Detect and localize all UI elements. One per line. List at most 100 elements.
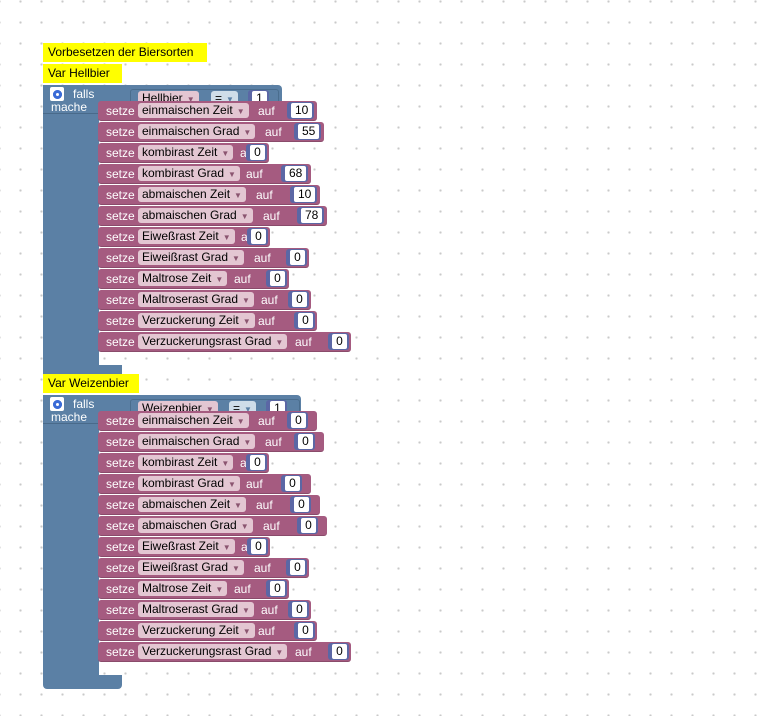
number-block[interactable]: 0	[294, 433, 315, 450]
number-block[interactable]: 0	[290, 496, 311, 513]
number-value-field[interactable]: 0	[332, 644, 347, 659]
variable-dropdown[interactable]: Eiweißrast Grad▼	[138, 250, 244, 265]
variable-dropdown[interactable]: abmaischen Zeit▼	[138, 187, 246, 202]
variable-dropdown[interactable]: Eiweißrast Grad▼	[138, 560, 244, 575]
number-value-field[interactable]: 0	[290, 250, 305, 265]
number-value-field[interactable]: 10	[294, 187, 316, 202]
number-value-field[interactable]: 0	[332, 334, 347, 349]
group-comment[interactable]: Var Weizenbier	[43, 374, 139, 393]
number-block[interactable]: 10	[287, 102, 315, 119]
number-block[interactable]: 0	[288, 601, 309, 618]
number-value-field[interactable]: 0	[250, 145, 265, 160]
number-block[interactable]: 0	[246, 454, 267, 471]
group-comment[interactable]: Var Hellbier	[43, 64, 122, 83]
variable-dropdown[interactable]: Verzuckerung Zeit▼	[138, 313, 255, 328]
variable-dropdown[interactable]: einmaischen Zeit▼	[138, 413, 249, 428]
number-value-field[interactable]: 0	[294, 497, 309, 512]
number-block[interactable]: 0	[294, 312, 315, 329]
number-value-field[interactable]: 0	[292, 602, 307, 617]
program-comment[interactable]: Vorbesetzen der Biersorten	[43, 43, 207, 62]
number-block[interactable]: 0	[266, 580, 287, 597]
variable-dropdown[interactable]: abmaischen Grad▼	[138, 518, 253, 533]
number-value-field[interactable]: 78	[301, 208, 323, 223]
variable-dropdown[interactable]: einmaischen Grad▼	[138, 434, 256, 449]
number-block[interactable]: 0	[247, 538, 268, 555]
variable-dropdown[interactable]: kombirast Zeit▼	[138, 455, 234, 470]
number-value-field[interactable]: 68	[285, 166, 307, 181]
variable-dropdown[interactable]: abmaischen Grad▼	[138, 208, 253, 223]
number-block[interactable]: 0	[281, 475, 302, 492]
variable-dropdown[interactable]: Verzuckerung Zeit▼	[138, 623, 255, 638]
number-value-field[interactable]: 0	[298, 434, 313, 449]
number-value-field[interactable]: 0	[291, 413, 306, 428]
number-value-field[interactable]: 0	[251, 539, 266, 554]
number-block[interactable]: 0	[328, 333, 349, 350]
number-value-field[interactable]: 10	[291, 103, 313, 118]
variable-dropdown[interactable]: einmaischen Zeit▼	[138, 103, 249, 118]
number-block[interactable]: 0	[286, 249, 307, 266]
number-block[interactable]: 0	[328, 643, 349, 660]
if-block[interactable]	[43, 85, 99, 375]
number-block[interactable]: 0	[247, 228, 268, 245]
number-block[interactable]: 78	[297, 207, 325, 224]
variable-dropdown[interactable]: kombirast Grad▼	[138, 476, 240, 491]
variable-dropdown[interactable]: Maltroserast Grad▼	[138, 602, 254, 617]
variable-dropdown[interactable]: Verzuckerungsrast Grad▼	[138, 644, 288, 659]
number-value-field[interactable]: 0	[285, 476, 300, 491]
number-value-field[interactable]: 0	[298, 313, 313, 328]
number-value-field[interactable]: 0	[270, 271, 285, 286]
if-block[interactable]	[43, 395, 99, 685]
variable-dropdown[interactable]: kombirast Zeit▼	[138, 145, 234, 160]
number-block[interactable]: 68	[281, 165, 309, 182]
number-value-field[interactable]: 0	[292, 292, 307, 307]
variable-dropdown[interactable]: Eiweßrast Zeit▼	[138, 229, 235, 244]
mutator-gear-icon[interactable]	[50, 397, 64, 411]
number-block[interactable]: 55	[294, 123, 322, 140]
number-block[interactable]: 0	[266, 270, 287, 287]
number-value-field[interactable]: 55	[298, 124, 320, 139]
variable-dropdown[interactable]: Eiweßrast Zeit▼	[138, 539, 235, 554]
number-value-field[interactable]: 0	[290, 560, 305, 575]
number-value-field[interactable]: 0	[251, 229, 266, 244]
number-block[interactable]: 0	[288, 291, 309, 308]
number-block[interactable]: 0	[294, 622, 315, 639]
variable-dropdown[interactable]: Verzuckerungsrast Grad▼	[138, 334, 288, 349]
variable-dropdown[interactable]: kombirast Grad▼	[138, 166, 240, 181]
number-value-field[interactable]: 0	[298, 623, 313, 638]
variable-dropdown[interactable]: Maltrose Zeit▼	[138, 271, 228, 286]
number-value-field[interactable]: 0	[301, 518, 316, 533]
variable-dropdown[interactable]: einmaischen Grad▼	[138, 124, 256, 139]
number-value-field[interactable]: 0	[270, 581, 285, 596]
number-block[interactable]: 0	[286, 559, 307, 576]
number-value-field[interactable]: 0	[250, 455, 265, 470]
variable-dropdown[interactable]: Maltroserast Grad▼	[138, 292, 254, 307]
number-block[interactable]: 0	[287, 412, 308, 429]
variable-dropdown[interactable]: Maltrose Zeit▼	[138, 581, 228, 596]
mutator-gear-icon[interactable]	[50, 87, 64, 101]
variable-dropdown[interactable]: abmaischen Zeit▼	[138, 497, 246, 512]
number-block[interactable]: 0	[297, 517, 318, 534]
